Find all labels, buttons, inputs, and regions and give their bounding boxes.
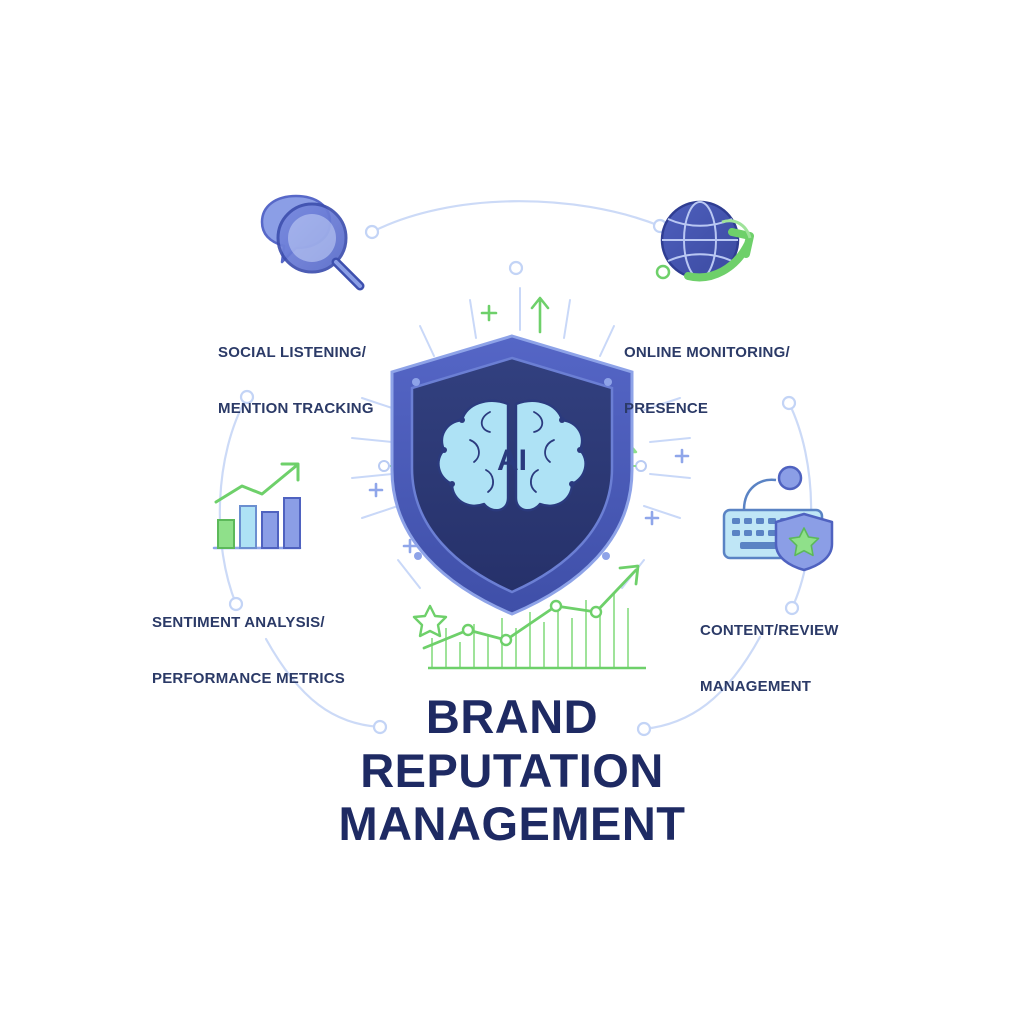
shield-brain-icon: AI bbox=[390, 334, 634, 616]
magnifier-chat-bubble-icon bbox=[260, 194, 365, 291]
page-title-line1: BRAND bbox=[425, 690, 599, 743]
label-online-monitoring-line1: ONLINE MONITORING/ bbox=[624, 343, 790, 361]
brain-graphic: AI bbox=[437, 399, 587, 512]
label-social-listening-line2: MENTION TRACKING bbox=[218, 399, 374, 417]
label-sentiment-analysis-line2: PERFORMANCE METRICS bbox=[152, 669, 345, 687]
label-online-monitoring-line2: PRESENCE bbox=[624, 399, 709, 417]
keyboard-shield-icon bbox=[722, 465, 834, 572]
ai-badge-text: AI bbox=[497, 444, 527, 477]
label-social-listening-line1: SOCIAL LISTENING/ bbox=[218, 343, 367, 361]
page-title-line3: MANAGEMENT bbox=[338, 797, 686, 851]
connector-arcs bbox=[218, 200, 813, 731]
page-title-line2: REPUTATION bbox=[360, 743, 664, 797]
page-title: BRAND REPUTATION MANAGEMENT bbox=[0, 690, 1024, 851]
label-sentiment-analysis: SENTIMENT ANALYSIS/ PERFORMANCE METRICS bbox=[152, 576, 345, 726]
label-online-monitoring: ONLINE MONITORING/ PRESENCE bbox=[624, 306, 790, 456]
label-content-review-line2: MANAGEMENT bbox=[700, 677, 812, 695]
label-content-review: CONTENT/REVIEW MANAGEMENT bbox=[700, 584, 839, 734]
label-sentiment-analysis-line1: SENTIMENT ANALYSIS/ bbox=[152, 613, 325, 631]
label-social-listening: SOCIAL LISTENING/ MENTION TRACKING bbox=[218, 306, 374, 456]
label-content-review-line1: CONTENT/REVIEW bbox=[700, 621, 839, 639]
growth-chart-graphic bbox=[422, 564, 646, 670]
globe-arrow-icon bbox=[655, 200, 754, 282]
bar-chart-trend-icon bbox=[212, 462, 302, 550]
